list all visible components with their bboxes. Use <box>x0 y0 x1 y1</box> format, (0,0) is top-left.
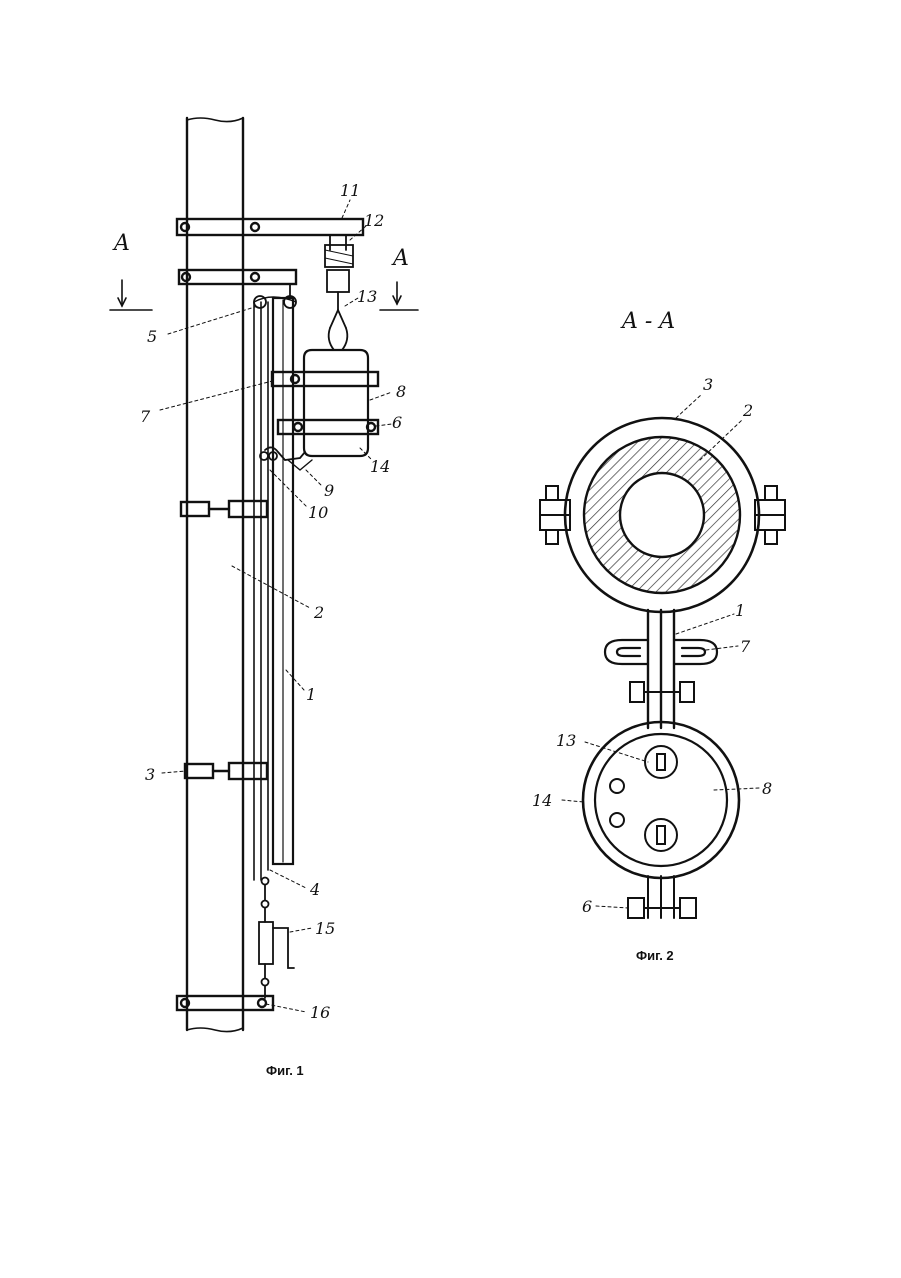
label-13: 13 <box>357 287 377 306</box>
section-title: A - A <box>620 309 675 334</box>
bottom-bracket-16 <box>177 996 273 1010</box>
connector-13 <box>329 310 348 350</box>
connecting-plate-1 <box>648 610 674 728</box>
insulator-12 <box>325 235 353 310</box>
label-15: 15 <box>315 919 335 938</box>
label-3: 3 <box>145 765 155 784</box>
clamp-7 <box>272 372 378 386</box>
label-14: 14 <box>532 791 552 810</box>
label-6: 6 <box>392 413 402 432</box>
section-letter-left: A <box>112 231 130 256</box>
bracket-5 <box>179 270 296 308</box>
winch-15 <box>259 878 294 999</box>
figure-1-caption: Фиг. 1 <box>266 1063 304 1078</box>
top-bracket-11 <box>177 219 363 235</box>
label-6: 6 <box>582 897 592 916</box>
label-8: 8 <box>396 382 406 401</box>
label-1: 1 <box>306 685 316 704</box>
device-body-8 <box>304 350 368 456</box>
label-13: 13 <box>556 731 576 750</box>
insulation-2 <box>584 437 740 593</box>
label-9: 9 <box>324 481 334 500</box>
guide-rail-1 <box>273 298 293 864</box>
section-mark-left <box>110 280 152 310</box>
section-letter-right: A <box>391 246 409 271</box>
section-mark-right <box>380 282 418 310</box>
label-2: 2 <box>313 603 324 622</box>
fig1-leader-lines <box>160 200 392 1012</box>
label-1: 1 <box>735 601 745 620</box>
label-14: 14 <box>370 457 390 476</box>
label-5: 5 <box>147 327 157 346</box>
label-10: 10 <box>308 503 328 522</box>
label-7: 7 <box>740 637 751 656</box>
plate-holes <box>610 746 677 851</box>
label-2: 2 <box>742 401 753 420</box>
label-7: 7 <box>140 407 151 426</box>
label-4: 4 <box>309 880 320 899</box>
lower-bolt-6 <box>628 876 696 918</box>
label-16: 16 <box>310 1003 330 1022</box>
label-12: 12 <box>364 211 384 230</box>
figure-2-caption: Фиг. 2 <box>636 948 674 963</box>
label-11: 11 <box>340 181 360 200</box>
label-8: 8 <box>762 779 772 798</box>
label-3: 3 <box>703 375 713 394</box>
figure-1-drawing <box>110 118 418 1032</box>
figure-2-drawing <box>540 394 785 918</box>
pole <box>187 118 243 1032</box>
